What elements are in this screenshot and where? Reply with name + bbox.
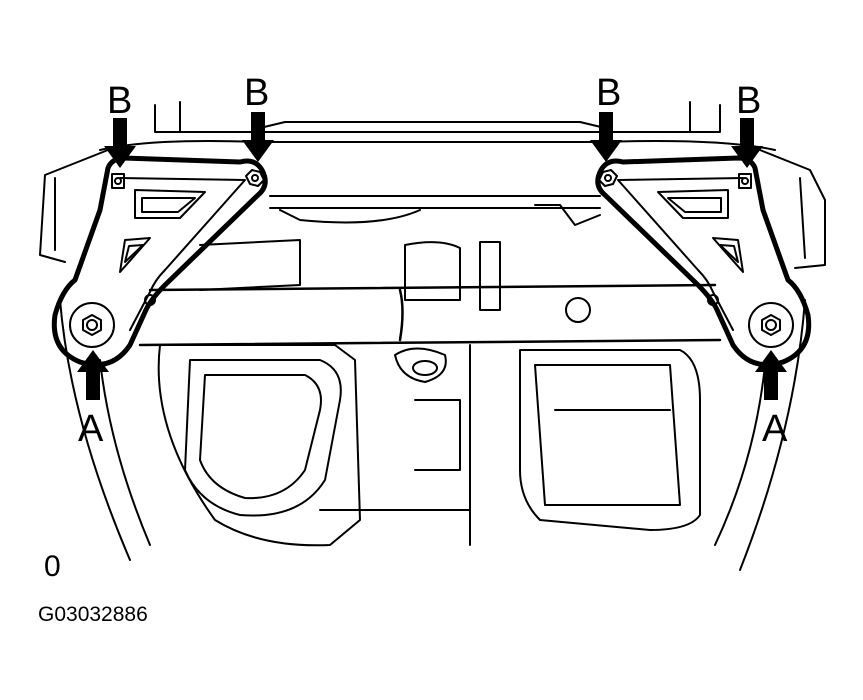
callout-b: B [596,72,622,114]
nut-icon [598,169,618,187]
down-arrow-icon [242,112,274,162]
callout-b: B [736,80,762,122]
bolt-icon [761,314,781,336]
up-arrow-icon [77,350,109,400]
down-arrow-icon [104,118,136,168]
figure-id: G03032886 [38,603,148,626]
corner-marker: 0 [44,550,61,583]
callout-b: B [244,72,270,114]
right-suspension-arm [595,155,812,368]
nut-icon [245,169,265,187]
engine-underbody [157,204,701,547]
callout-a: A [762,408,788,450]
left-suspension-arm [51,155,268,368]
up-arrow-icon [755,350,787,400]
callout-b: B [107,80,133,122]
nut-icon [738,173,752,189]
cross-bar [138,283,722,347]
callout-a: A [78,408,104,450]
body-outline [39,101,826,571]
down-arrow-icon [590,112,622,162]
bolt-icon [82,314,102,336]
nut-icon [111,173,125,189]
down-arrow-icon [731,118,763,168]
